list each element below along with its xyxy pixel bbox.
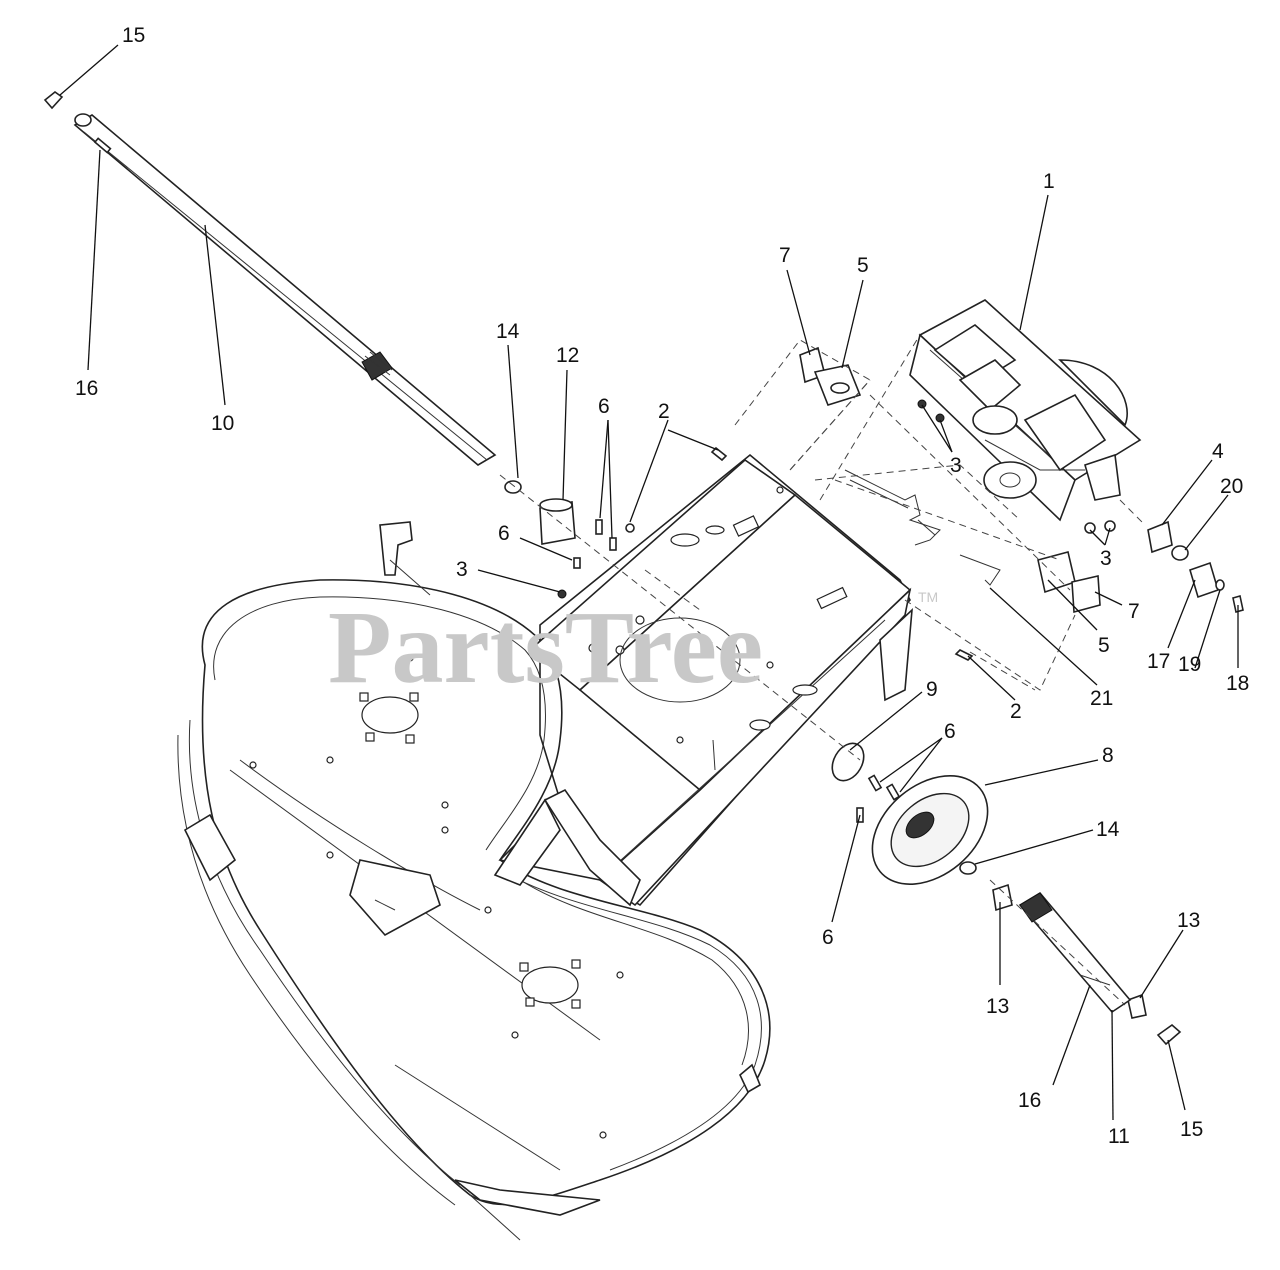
callout-20: 20: [1220, 475, 1243, 498]
callout-21: 21: [1090, 687, 1113, 710]
callout-8: 8: [1102, 744, 1114, 767]
callout-5: 5: [857, 254, 869, 277]
callout-9: 9: [926, 678, 938, 701]
alignment-lines: [499, 337, 1146, 1006]
callout-6: 6: [944, 720, 956, 743]
callout-14: 14: [1096, 818, 1120, 841]
callout-15: 15: [1180, 1118, 1203, 1141]
callout-6: 6: [498, 522, 510, 545]
callout-16: 16: [1018, 1089, 1041, 1112]
callouts: 15 16 10 14 12 6 2 6 3 7 5 1 3 3 4 20 7 …: [75, 24, 1249, 1148]
watermark-text: PartsTree: [328, 590, 763, 705]
deck-channel-frame: [493, 453, 913, 907]
callout-14: 14: [496, 320, 520, 343]
callout-7: 7: [1128, 600, 1140, 623]
callout-13: 13: [1177, 909, 1200, 932]
mower-deck: [177, 521, 771, 1241]
callout-11: 11: [1108, 1125, 1130, 1148]
callout-16: 16: [75, 377, 98, 400]
callout-19: 19: [1178, 653, 1201, 676]
callout-4: 4: [1212, 440, 1224, 463]
callout-6: 6: [822, 926, 834, 949]
upper-driveshaft: [43, 90, 497, 466]
callout-3: 3: [456, 558, 468, 581]
callout-18: 18: [1226, 672, 1249, 695]
leader-lines: [59, 44, 1239, 1121]
gearbox-assembly: [909, 299, 1142, 522]
callout-12: 12: [556, 344, 579, 367]
callout-13: 13: [986, 995, 1009, 1018]
watermark-tm: TM: [918, 589, 938, 605]
watermark: PartsTree TM: [328, 589, 938, 705]
callout-15: 15: [122, 24, 145, 47]
callout-3: 3: [1100, 547, 1112, 570]
callout-2: 2: [1010, 700, 1022, 723]
callout-10: 10: [211, 412, 234, 435]
callout-17: 17: [1147, 650, 1170, 673]
callout-1: 1: [1043, 170, 1055, 193]
callout-5: 5: [1098, 634, 1110, 657]
callout-2: 2: [658, 400, 670, 423]
callout-3: 3: [950, 454, 962, 477]
hardware: [504, 346, 1244, 1046]
callout-7: 7: [779, 244, 791, 267]
callout-6: 6: [598, 395, 610, 418]
